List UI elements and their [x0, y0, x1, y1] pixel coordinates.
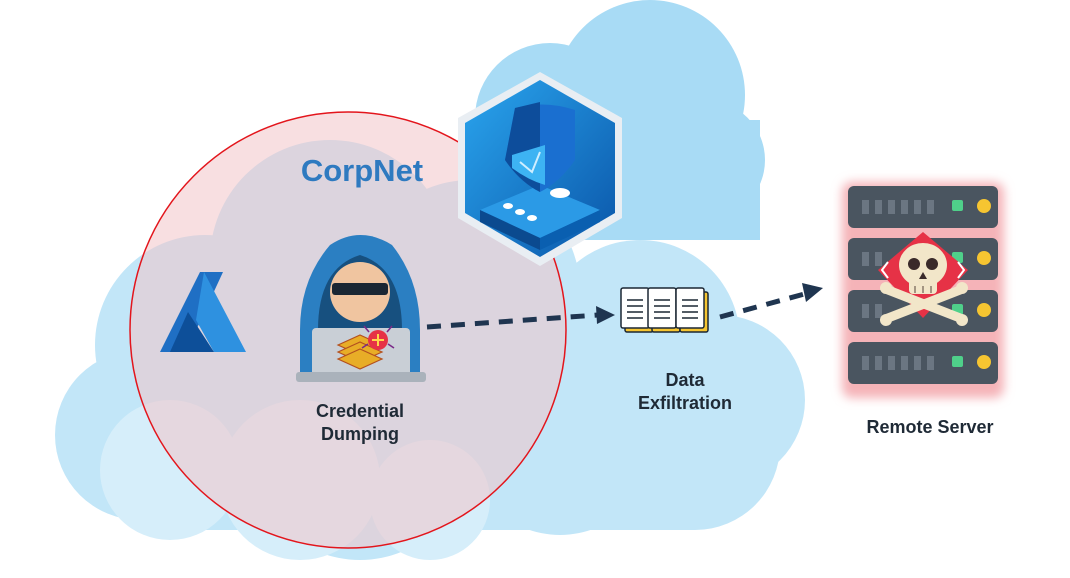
credential-dumping-label: Credential Dumping: [290, 400, 430, 445]
credential-label-line2: Dumping: [321, 423, 399, 444]
malware-bug-icon: [336, 325, 395, 370]
skull-crossbones-icon: [878, 232, 968, 326]
credential-label-line1: Credential: [315, 401, 405, 421]
exfil-label-line1: Data: [665, 370, 705, 390]
data-exfiltration-label: Data Exfiltration: [615, 369, 755, 414]
exfil-arrow-2: [719, 283, 823, 320]
exfil-arrow-1: [426, 306, 615, 330]
azure-logo-icon: [160, 272, 246, 352]
corpnet-title: CorpNet: [300, 153, 424, 188]
exfil-label-line2: Exfiltration: [637, 392, 732, 413]
documents-icon: [620, 287, 709, 333]
remote-server-label: Remote Server: [866, 417, 994, 437]
defender-shield-icon: [458, 72, 622, 266]
